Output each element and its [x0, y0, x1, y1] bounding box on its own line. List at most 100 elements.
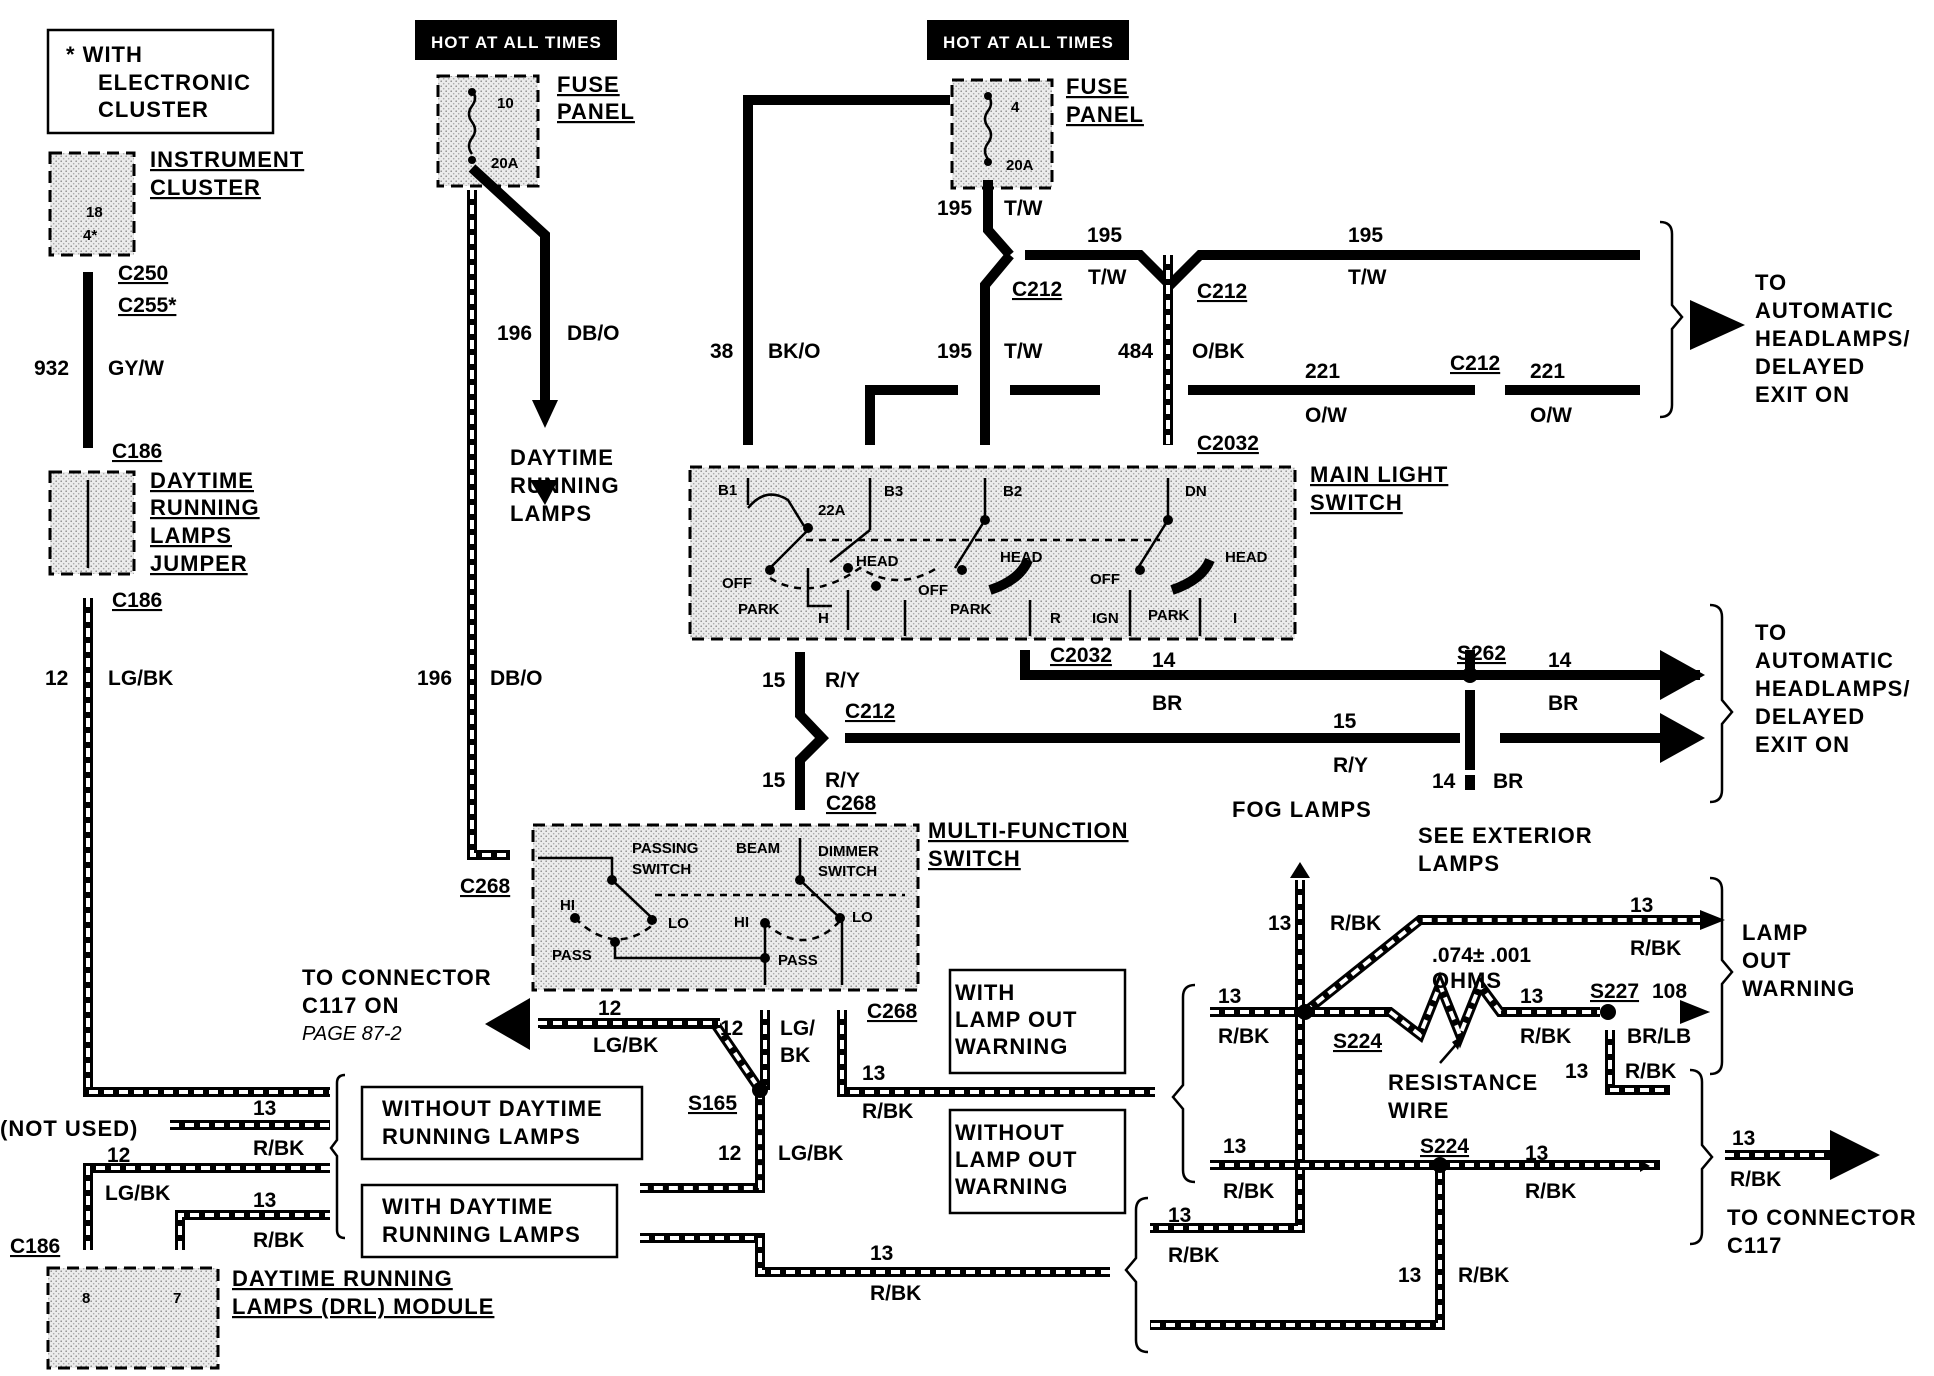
svg-text:R: R	[1050, 610, 1061, 627]
svg-text:OHMS: OHMS	[1432, 968, 1502, 993]
svg-text:B3: B3	[884, 483, 903, 500]
drl-module: 8 7 DAYTIME RUNNING LAMPS (DRL) MODULE	[46, 1266, 494, 1370]
svg-text:LAMPS: LAMPS	[150, 523, 232, 548]
svg-text:13: 13	[253, 1189, 276, 1212]
svg-text:4*: 4*	[83, 227, 97, 244]
svg-text:C212: C212	[1197, 280, 1247, 303]
svg-text:LAMP OUT: LAMP OUT	[955, 1007, 1077, 1032]
svg-text:DELAYED: DELAYED	[1755, 704, 1865, 729]
svg-text:18: 18	[86, 204, 103, 221]
svg-text:14: 14	[1548, 649, 1572, 672]
svg-text:S165: S165	[688, 1092, 737, 1115]
svg-text:13: 13	[1218, 985, 1241, 1008]
svg-text:BEAM: BEAM	[736, 840, 780, 857]
resistance-wire-labels: .074± .001 OHMS RESISTANCE WIRE	[1388, 944, 1537, 1123]
svg-text:195: 195	[1087, 224, 1122, 247]
svg-text:TO CONNECTOR: TO CONNECTOR	[302, 965, 492, 990]
svg-text:12: 12	[720, 1017, 743, 1040]
svg-text:OFF: OFF	[722, 575, 752, 592]
svg-text:13: 13	[1525, 1142, 1548, 1165]
svg-text:DAYTIME RUNNING: DAYTIME RUNNING	[232, 1266, 453, 1291]
svg-text:HEADLAMPS/: HEADLAMPS/	[1755, 676, 1910, 701]
fuse-panel-right: 4 20A FUSE PANEL	[950, 74, 1143, 190]
svg-text:HOT AT ALL TIMES: HOT AT ALL TIMES	[943, 33, 1114, 52]
svg-text:HEADLAMPS/: HEADLAMPS/	[1755, 326, 1910, 351]
fuse-panel-left: 10 20A FUSE PANEL	[436, 72, 634, 188]
svg-text:PASSING: PASSING	[632, 840, 698, 857]
svg-text:R/BK: R/BK	[1525, 1180, 1576, 1203]
svg-text:12: 12	[107, 1144, 130, 1167]
svg-text:H: H	[818, 610, 829, 627]
svg-text:R/BK: R/BK	[862, 1100, 913, 1123]
svg-text:LG/BK: LG/BK	[593, 1034, 658, 1057]
svg-text:C186: C186	[112, 440, 162, 463]
svg-text:BR: BR	[1152, 692, 1182, 715]
svg-text:HI: HI	[560, 897, 575, 914]
svg-text:CLUSTER: CLUSTER	[150, 175, 261, 200]
svg-text:10: 10	[497, 95, 514, 112]
svg-text:JUMPER: JUMPER	[150, 551, 248, 576]
svg-text:13: 13	[1520, 985, 1543, 1008]
svg-text:DAYTIME: DAYTIME	[150, 468, 254, 493]
svg-text:C212: C212	[1450, 352, 1500, 375]
svg-text:15: 15	[1333, 710, 1357, 733]
svg-text:R/BK: R/BK	[1168, 1244, 1219, 1267]
svg-text:484: 484	[1118, 340, 1153, 363]
svg-text:13: 13	[862, 1062, 885, 1085]
svg-text:S227: S227	[1590, 980, 1639, 1003]
svg-text:S: S	[1838, 1144, 1853, 1169]
svg-text:* WITH: * WITH	[66, 42, 143, 67]
svg-text:ELECTRONIC: ELECTRONIC	[98, 70, 251, 95]
brackets	[329, 220, 1734, 1354]
svg-text:PARK: PARK	[950, 601, 992, 618]
svg-text:O/BK: O/BK	[1192, 340, 1245, 363]
svg-text:22A: 22A	[818, 502, 846, 519]
svg-text:R/BK: R/BK	[1625, 1060, 1676, 1083]
svg-text:WITHOUT DAYTIME: WITHOUT DAYTIME	[382, 1096, 603, 1121]
svg-text:195: 195	[1348, 224, 1383, 247]
svg-text:C186: C186	[10, 1235, 60, 1258]
electronic-cluster-note: * WITH ELECTRONIC CLUSTER	[46, 28, 275, 135]
svg-text:EXIT ON: EXIT ON	[1755, 382, 1850, 407]
wire-labels: 932 GY/W 12 LG/BK 196 DB/O 196 DB/O 38 B…	[34, 197, 1781, 1305]
arrow-s: S	[1830, 1130, 1880, 1180]
svg-text:(NOT USED): (NOT USED)	[0, 1116, 138, 1141]
svg-text:195: 195	[937, 340, 972, 363]
svg-text:X: X	[1664, 726, 1679, 751]
svg-text:PASS: PASS	[778, 952, 818, 969]
svg-text:WARNING: WARNING	[955, 1034, 1068, 1059]
arrow-drl	[532, 400, 558, 428]
svg-text:PARK: PARK	[738, 601, 780, 618]
arrow-v: V	[1660, 650, 1705, 700]
svg-text:S224: S224	[1333, 1030, 1382, 1053]
svg-text:GY/W: GY/W	[108, 357, 164, 380]
svg-text:DB/O: DB/O	[567, 322, 620, 345]
svg-text:C268: C268	[826, 792, 877, 815]
svg-text:LAMPS: LAMPS	[1418, 851, 1500, 876]
svg-text:O/W: O/W	[1305, 404, 1347, 427]
svg-text:T/W: T/W	[1088, 266, 1127, 289]
svg-text:WARNING: WARNING	[955, 1174, 1068, 1199]
svg-text:SWITCH: SWITCH	[818, 863, 877, 880]
svg-text:R/BK: R/BK	[1223, 1180, 1274, 1203]
svg-text:LAMPS (DRL) MODULE: LAMPS (DRL) MODULE	[232, 1294, 494, 1319]
svg-text:WITH: WITH	[955, 980, 1015, 1005]
svg-text:8: 8	[82, 1290, 90, 1307]
svg-text:15: 15	[762, 669, 786, 692]
svg-text:HOT AT ALL TIMES: HOT AT ALL TIMES	[431, 33, 602, 52]
svg-text:13: 13	[1565, 1060, 1588, 1083]
svg-text:196: 196	[497, 322, 532, 345]
svg-text:SWITCH: SWITCH	[632, 861, 691, 878]
svg-text:13: 13	[1223, 1135, 1246, 1158]
svg-text:HEAD: HEAD	[1225, 549, 1268, 566]
svg-text:FUSE: FUSE	[557, 72, 620, 97]
svg-text:R/BK: R/BK	[253, 1137, 304, 1160]
svg-text:196: 196	[417, 667, 452, 690]
svg-text:7: 7	[173, 1290, 181, 1307]
svg-text:LG/BK: LG/BK	[105, 1182, 170, 1205]
svg-text:15: 15	[762, 769, 786, 792]
svg-text:MULTI-FUNCTION: MULTI-FUNCTION	[928, 818, 1129, 843]
variant-without-lamp-out: WITHOUT LAMP OUT WARNING	[948, 1108, 1127, 1215]
svg-text:T/W: T/W	[1004, 340, 1043, 363]
